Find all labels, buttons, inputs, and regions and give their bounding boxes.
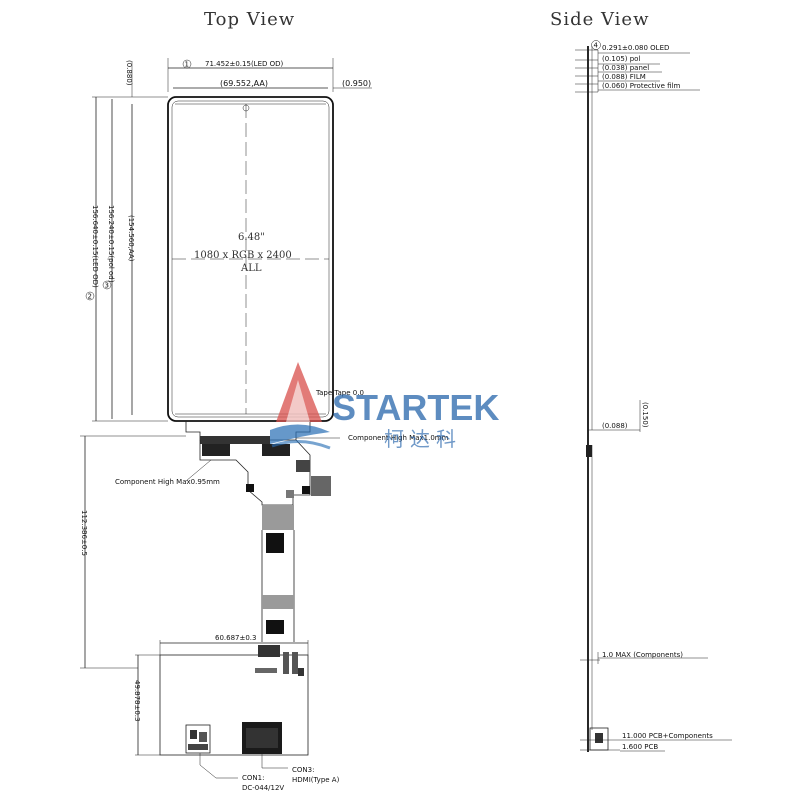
callout-4-label: 4 (594, 42, 599, 50)
pcb-components-label: 11.000 PCB+Components (622, 732, 713, 740)
fpc-top-note: Tape Tape 0.0 (315, 389, 364, 397)
callout-2-icon (85, 291, 95, 301)
panel-size-label: 6.48" (238, 232, 265, 243)
callout-3-label: 3 (105, 282, 109, 290)
callout-1-icon (182, 59, 192, 69)
con1-label-b: DC-044/12V (242, 784, 284, 792)
aa-label: ALL (240, 263, 262, 274)
dim-0150-label: (0.150) (641, 402, 649, 428)
top-view-title: Top View (204, 9, 295, 30)
fpc-length-label: 112.386±0.5 (80, 510, 88, 556)
side-view: 4 0.291±0.080 OLED (0.105) pol (0.038) p… (575, 40, 732, 752)
right-margin-label: (0.950) (342, 79, 371, 88)
height-aa-label: (154.560,AA) (127, 215, 135, 262)
con1-label-a: CON1: (242, 774, 264, 782)
callout-2-label: 2 (88, 293, 92, 301)
dimension-fpc-length: 112.386±0.5 (80, 435, 186, 669)
pcb-height-label: 49.878±0.3 (133, 680, 141, 722)
callout-4-icon (591, 40, 601, 50)
con3-label-a: CON3: (292, 766, 314, 774)
logo-chinese-text: 柯达科 (384, 427, 462, 451)
layer-oled-label: 0.291±0.080 OLED (602, 44, 669, 52)
side-view-title: Side View (550, 9, 649, 30)
layer-protective-label: (0.060) Protective film (602, 82, 680, 90)
dimension-width-total: 1 71.452±0.15(LED OD) (167, 58, 334, 92)
pcb-width-label: 60.687±0.3 (215, 634, 257, 642)
height-pol-label: 156.240±0.15(pol od) (107, 205, 115, 283)
fpc-tail (261, 505, 295, 642)
dim-0088-label: (0.088) (602, 422, 628, 430)
callout-3-icon (102, 280, 112, 290)
height-total-label: 156.640±0.15(LED OD) (91, 205, 99, 288)
pcb-thickness-label: 1.600 PCB (622, 743, 658, 751)
callout-1-label: 1 (185, 61, 189, 69)
display-panel: 6.48" 1080 x RGB x 2400 ALL (167, 96, 334, 422)
con3-label-b: HDMI(Type A) (292, 776, 340, 784)
component-high-1-label: Component High Max0.95mm (115, 478, 220, 486)
startek-logo: STARTEK 柯达科 (270, 362, 499, 451)
dimension-heights: (0.880) 156.640±0.15(LED OD) 156.240±0.1… (85, 60, 168, 422)
layer-panel-label: (0.038) panel (602, 64, 649, 72)
width-aa-label: (69.552,AA) (220, 79, 268, 88)
pcb-board: 60.687±0.3 49.878±0.3 CON1: DC-044/12V C… (133, 634, 340, 792)
layer-film-label: (0.088) FILM (602, 73, 646, 81)
fpc-bond-area: Component High Max0.95mm Component High … (115, 389, 449, 506)
logo-brand-text: STARTEK (332, 387, 499, 428)
dimension-width-aa: (69.552,AA) (0.950) (173, 79, 372, 89)
resolution-label: 1080 x RGB x 2400 (194, 250, 292, 261)
top-margin-label: (0.880) (125, 60, 133, 86)
component-high-2-label: Component High Max1.0mm (348, 434, 449, 442)
layer-pol-label: (0.105) pol (602, 55, 640, 63)
components-label: 1.0 MAX (Components) (602, 651, 683, 659)
width-total-label: 71.452±0.15(LED OD) (205, 60, 284, 68)
con1-connector (185, 724, 211, 754)
